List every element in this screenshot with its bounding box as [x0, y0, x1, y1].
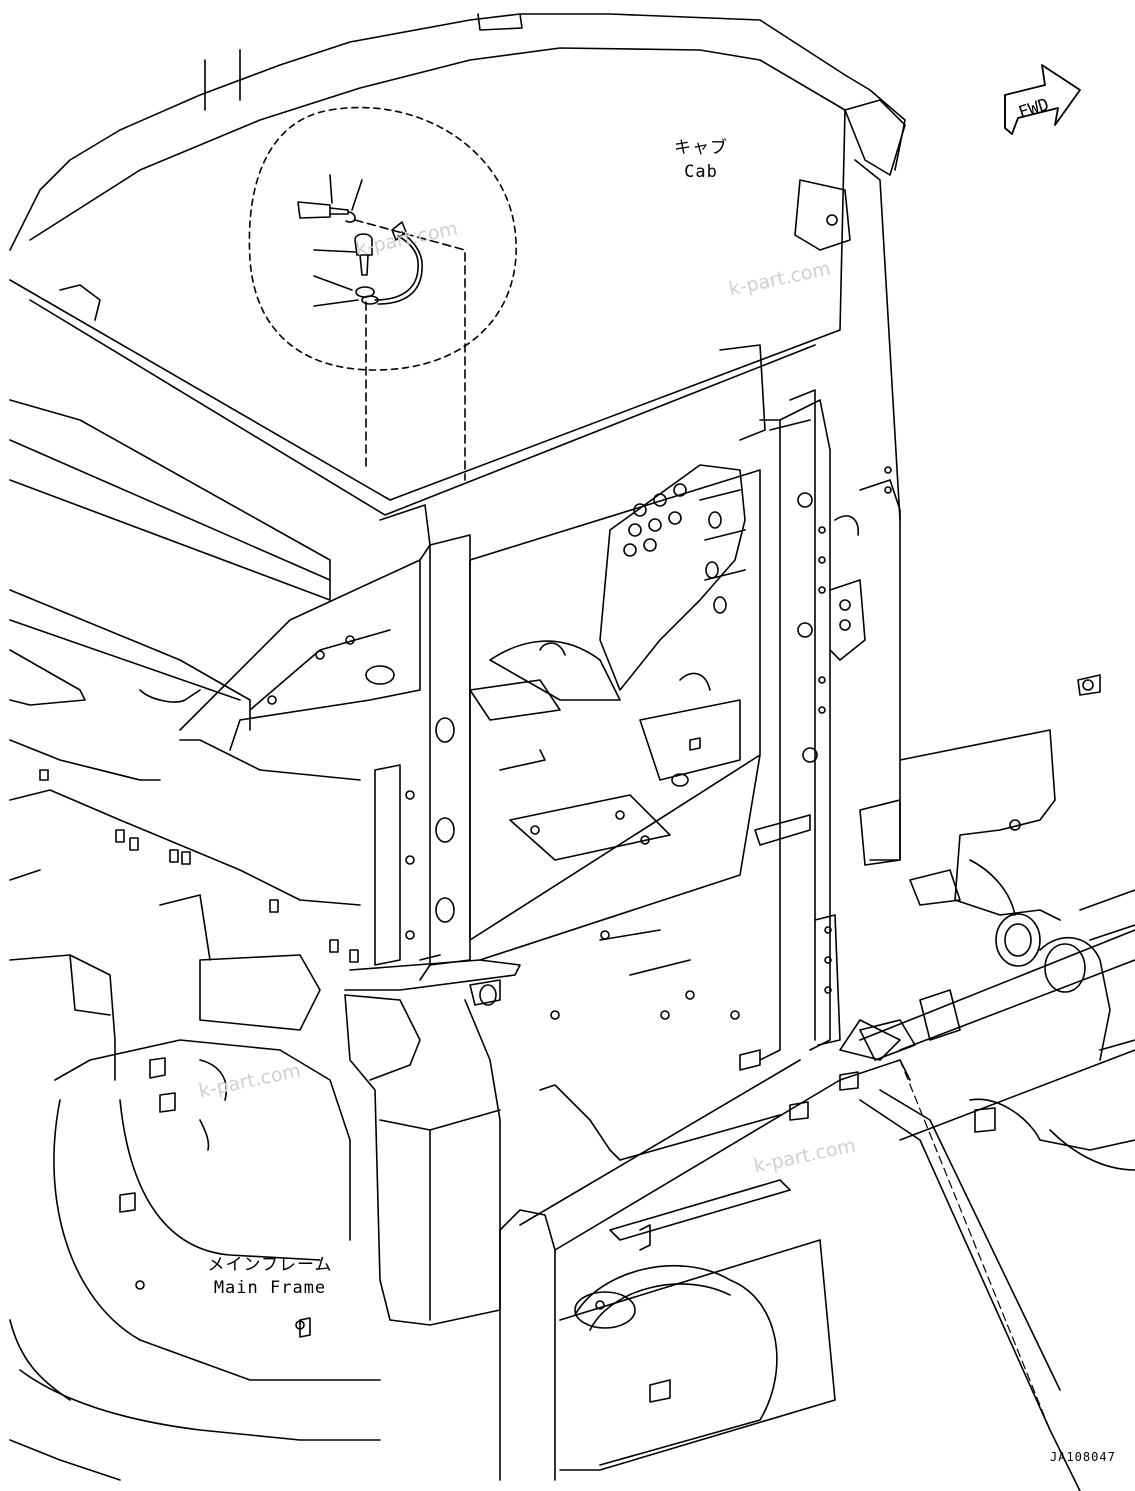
main-frame-post: [344, 994, 501, 1326]
cab-label-en: Cab: [684, 162, 718, 182]
document-id: JA108047: [1050, 1450, 1116, 1464]
right-lower-frame: [859, 674, 1135, 1171]
main-frame: [499, 929, 1135, 1491]
cab-label-jp: キャブ: [674, 138, 728, 158]
lower-left-frame: [9, 869, 381, 1481]
main-frame-label-jp: メインフレーム: [207, 1255, 333, 1275]
left-deck: [9, 284, 361, 963]
main-frame-label-en: Main Frame: [213, 1278, 327, 1298]
detail-bubble: [248, 106, 517, 481]
fwd-label: FWD: [1016, 95, 1051, 124]
seat-support: [489, 464, 746, 701]
cab-rear-pillar: [719, 159, 901, 1061]
cab-opening: [469, 469, 761, 961]
dash-connector-right: [899, 1059, 1051, 1431]
fwd-arrow: FWD: [1004, 64, 1081, 135]
cab-front-pillar: [374, 504, 471, 981]
left-bracket: [179, 559, 421, 751]
cab-base: [344, 929, 859, 1121]
cab-roof: [9, 13, 906, 516]
